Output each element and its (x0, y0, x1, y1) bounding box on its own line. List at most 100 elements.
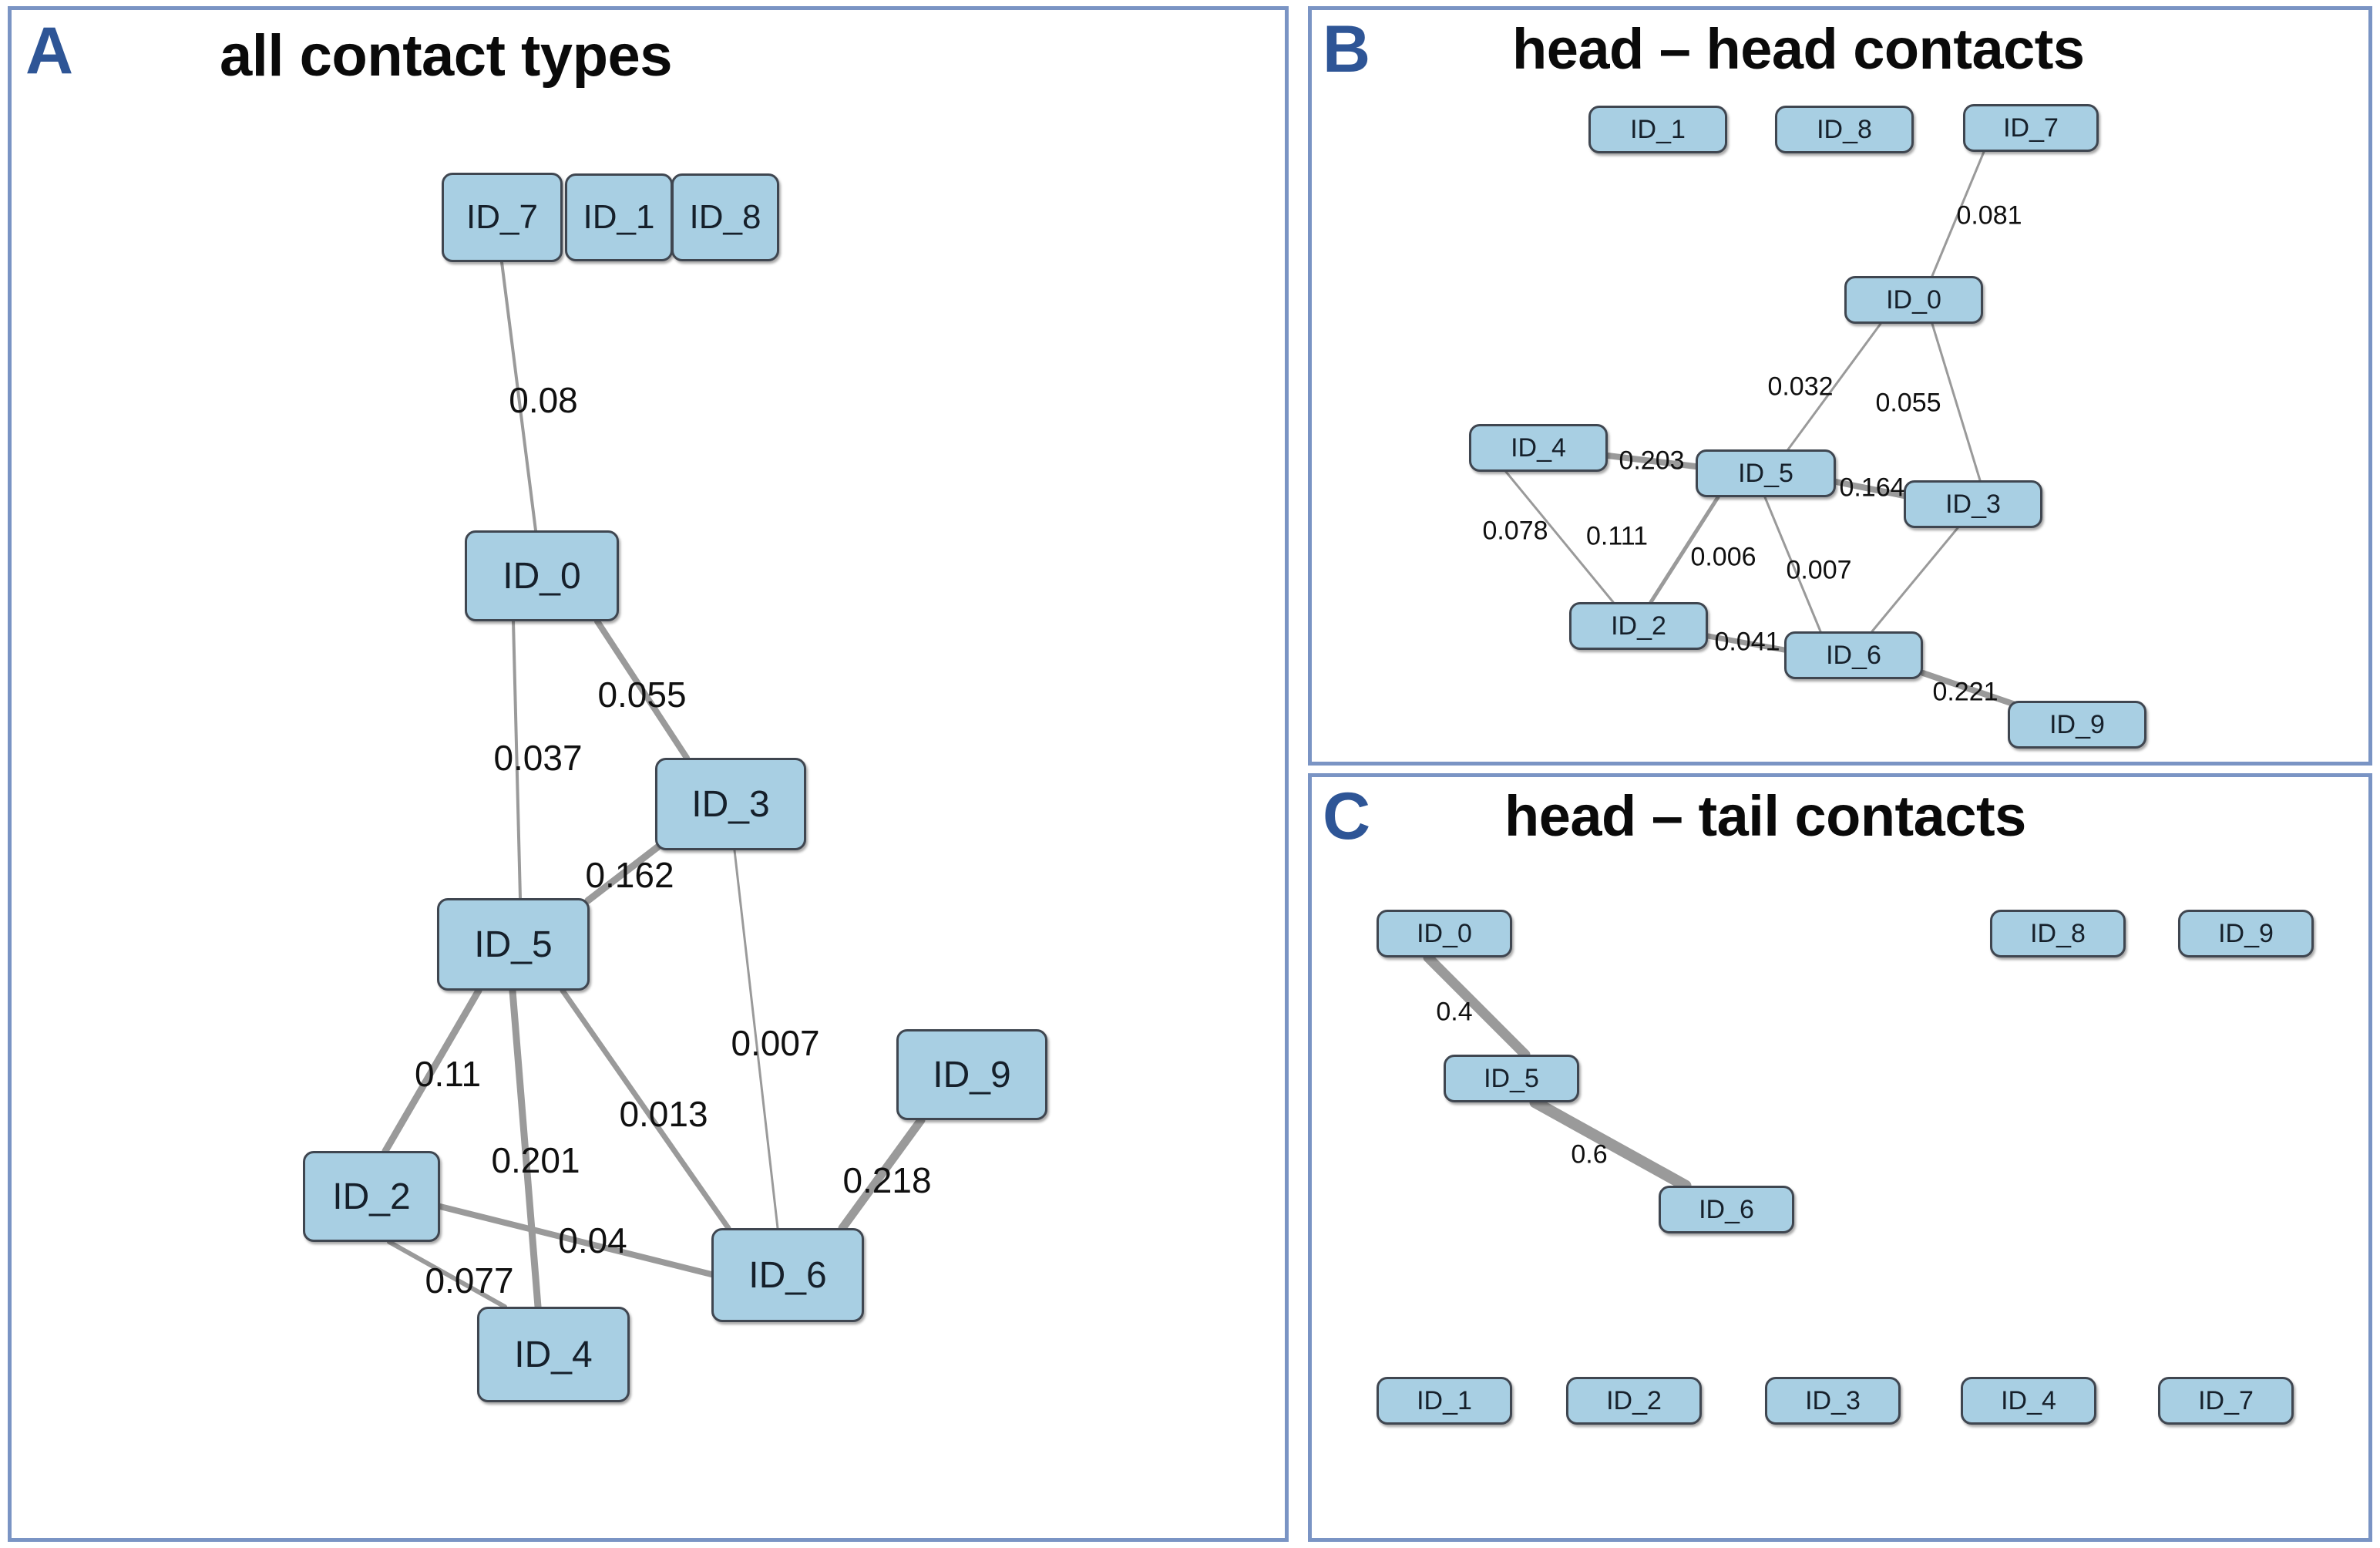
graph-edge (1871, 527, 1959, 633)
graph-node-label: ID_7 (2003, 113, 2059, 143)
graph-node-label: ID_0 (1417, 918, 1472, 948)
graph-edge (1833, 479, 1907, 499)
graph-node-id_9[interactable]: ID_9 (2008, 701, 2146, 749)
edges-layer-a (382, 261, 926, 1311)
graph-edge (1787, 322, 1882, 451)
graph-node-label: ID_1 (1630, 114, 1686, 144)
graph-node-id_3[interactable]: ID_3 (1765, 1377, 1901, 1425)
graph-node-id_1[interactable]: ID_1 (565, 173, 673, 261)
graph-node-id_5[interactable]: ID_5 (1696, 449, 1836, 497)
edge-weight-label: 0.04 (558, 1220, 627, 1260)
graph-node-id_2[interactable]: ID_2 (1566, 1377, 1702, 1425)
graph-node-id_3[interactable]: ID_3 (1904, 480, 2042, 528)
graph-node-label: ID_8 (1817, 114, 1872, 144)
graph-node-id_2[interactable]: ID_2 (303, 1151, 440, 1242)
edge-weight-label: 0.041 (1714, 627, 1780, 657)
graph-node-id_4[interactable]: ID_4 (1961, 1377, 2096, 1425)
graph-node-id_2[interactable]: ID_2 (1569, 602, 1708, 650)
graph-node-label: ID_5 (1484, 1063, 1539, 1093)
graph-node-id_4[interactable]: ID_4 (477, 1307, 630, 1402)
graph-node-id_1[interactable]: ID_1 (1588, 106, 1727, 153)
edge-weight-label: 0.055 (1875, 388, 1941, 418)
edge-weight-label: 0.081 (1956, 200, 2022, 231)
graph-node-id_5[interactable]: ID_5 (1444, 1055, 1579, 1102)
graph-node-label: ID_7 (2198, 1385, 2254, 1415)
graph-node-label: ID_6 (748, 1254, 827, 1296)
graph-node-id_7[interactable]: ID_7 (2158, 1377, 2294, 1425)
graph-node-label: ID_3 (1805, 1385, 1861, 1415)
graph-edge (1504, 470, 1615, 604)
graph-edge (594, 618, 690, 761)
edge-weight-label: 0.007 (1786, 555, 1852, 585)
graph-edge (584, 843, 661, 904)
edge-weight-label: 0.055 (597, 675, 687, 715)
edges-layer-b (1504, 150, 2016, 707)
graph-node-id_5[interactable]: ID_5 (437, 898, 590, 991)
edge-weight-label: 0.218 (842, 1160, 932, 1200)
edge-weight-label: 0.006 (1690, 542, 1756, 572)
graph-node-label: ID_0 (1886, 284, 1941, 315)
graph-node-id_9[interactable]: ID_9 (896, 1029, 1047, 1120)
graph-node-label: ID_7 (466, 198, 538, 236)
graph-node-label: ID_2 (332, 1176, 411, 1217)
graph-node-label: ID_9 (933, 1054, 1011, 1095)
graph-edge (500, 261, 537, 532)
graph-edge (560, 988, 731, 1231)
edge-weight-label: 0.013 (619, 1094, 708, 1134)
graph-node-label: ID_5 (1738, 458, 1793, 488)
edge-weight-label: 0.077 (425, 1260, 514, 1301)
edge-weight-label: 0.078 (1482, 516, 1548, 546)
edges-layer-c (1423, 952, 1692, 1192)
graph-node-label: ID_5 (474, 924, 553, 965)
edge-weight-label: 0.11 (414, 1054, 482, 1094)
panel-letter-c: C (1323, 779, 1371, 853)
graph-node-label: ID_4 (2001, 1385, 2056, 1415)
graph-node-id_9[interactable]: ID_9 (2178, 910, 2314, 957)
graph-node-id_0[interactable]: ID_0 (1844, 276, 1983, 324)
graph-node-label: ID_1 (1417, 1385, 1472, 1415)
graph-node-label: ID_9 (2049, 709, 2105, 739)
graph-node-label: ID_6 (1826, 640, 1881, 670)
edge-weight-label: 0.08 (509, 380, 578, 420)
graph-node-id_7[interactable]: ID_7 (1963, 104, 2099, 152)
graph-node-id_0[interactable]: ID_0 (465, 530, 619, 621)
edge-weight-label: 0.007 (731, 1023, 820, 1063)
edge-weight-label: 0.221 (1932, 677, 1998, 707)
graph-node-label: ID_2 (1611, 611, 1666, 641)
graph-node-id_6[interactable]: ID_6 (1784, 631, 1923, 679)
edge-weight-label: 0.6 (1571, 1139, 1608, 1169)
graph-node-id_6[interactable]: ID_6 (711, 1228, 864, 1322)
graph-node-id_4[interactable]: ID_4 (1469, 424, 1608, 472)
graph-node-label: ID_8 (689, 198, 761, 236)
graph-node-label: ID_8 (2030, 918, 2086, 948)
graph-node-label: ID_9 (2218, 918, 2274, 948)
graph-node-id_7[interactable]: ID_7 (442, 173, 563, 262)
graph-edge (382, 987, 482, 1155)
graph-node-id_8[interactable]: ID_8 (1775, 106, 1914, 153)
graph-edge (1920, 670, 2016, 707)
graph-edge (1705, 633, 1787, 653)
edge-weight-label: 0.111 (1585, 521, 1649, 551)
graph-node-id_8[interactable]: ID_8 (671, 173, 779, 261)
graph-node-label: ID_2 (1606, 1385, 1662, 1415)
graph-node-id_6[interactable]: ID_6 (1659, 1186, 1794, 1233)
graph-edge (733, 849, 779, 1230)
graph-node-id_0[interactable]: ID_0 (1377, 910, 1512, 957)
graph-edge (1931, 322, 1982, 482)
graph-node-id_1[interactable]: ID_1 (1377, 1377, 1512, 1425)
graph-node-id_8[interactable]: ID_8 (1990, 910, 2126, 957)
graph-edge (1423, 952, 1531, 1060)
panel-title-b: head – head contacts (1512, 17, 2085, 81)
graph-node-id_3[interactable]: ID_3 (655, 758, 806, 850)
graph-node-label: ID_3 (1945, 489, 2001, 519)
edge-weight-label: 0.201 (491, 1140, 580, 1180)
graph-node-label: ID_4 (1511, 432, 1566, 463)
edge-weight-label: 0.164 (1839, 473, 1905, 503)
graph-node-label: ID_0 (503, 555, 581, 597)
